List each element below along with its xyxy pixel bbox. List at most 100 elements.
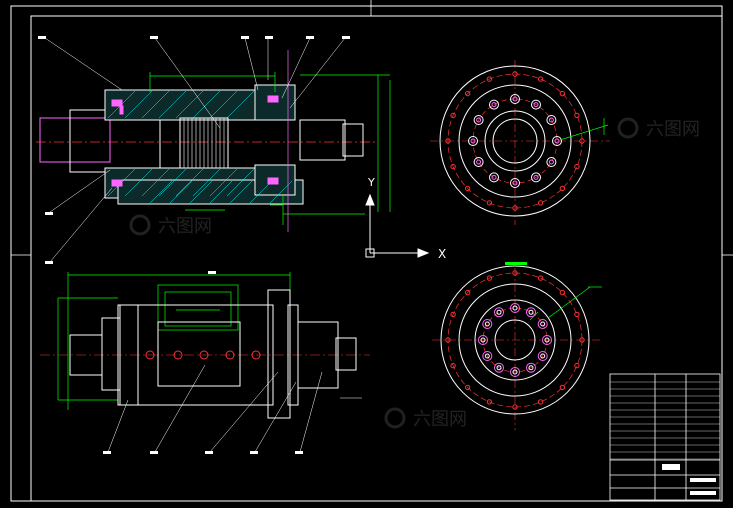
inner-bolt-hole <box>494 307 504 318</box>
inner-bolt-core <box>544 337 550 343</box>
outer-bolt-hole <box>579 138 585 144</box>
outer-bolt-hole <box>445 337 451 343</box>
inner-bolt-core <box>484 321 490 327</box>
ucs-axis-icon <box>365 193 430 258</box>
inner-bolt-hole <box>552 136 562 146</box>
outer-bolt-hole <box>464 289 471 296</box>
title-block <box>609 373 721 501</box>
outer-bolt-hole <box>537 200 544 206</box>
outer-bolt-hole <box>486 200 493 206</box>
outer-bolt-hole <box>574 311 580 318</box>
bolts-section <box>111 95 279 187</box>
inner-bolt-core <box>476 117 482 123</box>
inner-bolt-core <box>496 309 502 315</box>
outer-bolt-hole <box>574 163 580 170</box>
inner-bolt-core <box>480 337 486 343</box>
inner-bolt-core <box>491 102 497 108</box>
outer-bolt-hole <box>537 399 544 405</box>
outer-bolt-hole <box>464 384 471 391</box>
sheet-frame <box>10 0 733 502</box>
watermark-text-1: 六图网 <box>158 216 212 237</box>
inner-bolt-core <box>512 180 518 186</box>
inner-bolt-core <box>548 159 554 165</box>
bolt-holes-bottom <box>445 270 585 410</box>
outer-bolt-hole <box>512 404 518 410</box>
outer-bolt-hole <box>512 71 518 77</box>
outer-bolt-hole <box>445 138 451 144</box>
outer-bolt-hole <box>559 289 566 296</box>
outer-bolt-hole <box>486 76 493 82</box>
outer-bolt-hole <box>559 384 566 391</box>
view-label-mark <box>505 262 527 265</box>
inner-bolt-hole <box>482 351 493 361</box>
leader-lines-section <box>44 37 346 263</box>
inner-bolt-core <box>496 365 502 371</box>
inner-bolt-core <box>533 102 539 108</box>
outer-bolt-hole <box>450 362 456 369</box>
outer-bolt-hole <box>574 362 580 369</box>
inner-bolt-hole <box>526 307 536 318</box>
outline-view <box>40 271 370 454</box>
inner-bolt-hole <box>494 362 504 373</box>
inner-bolt-hole <box>510 94 520 104</box>
inner-bolt-core <box>528 309 534 315</box>
inner-bolt-core <box>512 96 518 102</box>
inner-bolt-hole <box>489 99 499 110</box>
outer-bolt-hole <box>450 112 456 119</box>
outer-bolt-hole <box>537 76 544 82</box>
inner-bolt-core <box>533 174 539 180</box>
inner-bolt-hole <box>526 362 536 373</box>
outer-bolt-hole <box>464 90 471 97</box>
inner-bolt-core <box>512 305 518 311</box>
inner-bolt-hole <box>478 335 488 345</box>
inner-bolt-hole <box>468 136 478 146</box>
inner-bolt-hole <box>473 115 484 125</box>
outer-bolt-hole <box>450 163 456 170</box>
inner-bolt-core <box>512 369 518 375</box>
inner-bolt-hole <box>531 99 541 110</box>
inner-bolt-core <box>548 117 554 123</box>
inner-bolt-hole <box>482 319 493 329</box>
bolt-holes-top <box>445 71 585 211</box>
outer-bolt-hole <box>559 185 566 192</box>
outer-bolt-hole <box>486 399 493 405</box>
inner-bolt-core <box>470 138 476 144</box>
outer-bolt-hole <box>537 275 544 281</box>
inner-bolt-hole <box>510 367 520 377</box>
holes-outline <box>145 350 261 360</box>
inner-bolt-hole <box>542 335 552 345</box>
worm-gear <box>179 117 229 169</box>
inner-bolt-core <box>540 321 546 327</box>
ucs-y-label: Y <box>367 176 375 189</box>
watermark-text-3: 六图网 <box>646 119 700 140</box>
end-view-top <box>430 60 610 225</box>
inner-bolt-core <box>491 174 497 180</box>
inner-bolt-core <box>540 353 546 359</box>
balloon-marks-section <box>38 36 350 264</box>
inner-bolt-hole <box>473 157 484 167</box>
inner-bolt-hole <box>546 115 557 125</box>
section-dimensions <box>149 72 391 225</box>
section-view <box>36 36 391 264</box>
outer-bolt-hole <box>512 270 518 276</box>
inner-bolt-hole <box>531 172 541 183</box>
inner-bolt-hole <box>510 178 520 188</box>
inner-bolt-core <box>476 159 482 165</box>
inner-bolt-core <box>528 365 534 371</box>
inner-bolt-hole <box>537 351 548 361</box>
watermark-logo-icon <box>129 117 639 429</box>
outer-bolt-hole <box>512 205 518 211</box>
left-shaft <box>39 117 111 163</box>
outer-bolt-hole <box>450 311 456 318</box>
inner-bolt-hole <box>546 157 557 167</box>
end-view-bottom <box>432 262 602 430</box>
outer-bolt-hole <box>464 185 471 192</box>
title-block-text-marks <box>662 464 716 495</box>
inner-bolt-hole <box>510 303 520 313</box>
inner-bolt-core <box>554 138 560 144</box>
inner-bolt-core <box>484 353 490 359</box>
watermark-text-2: 六图网 <box>413 409 467 430</box>
ucs-x-label: X <box>438 247 446 261</box>
outer-bolt-hole <box>574 112 580 119</box>
